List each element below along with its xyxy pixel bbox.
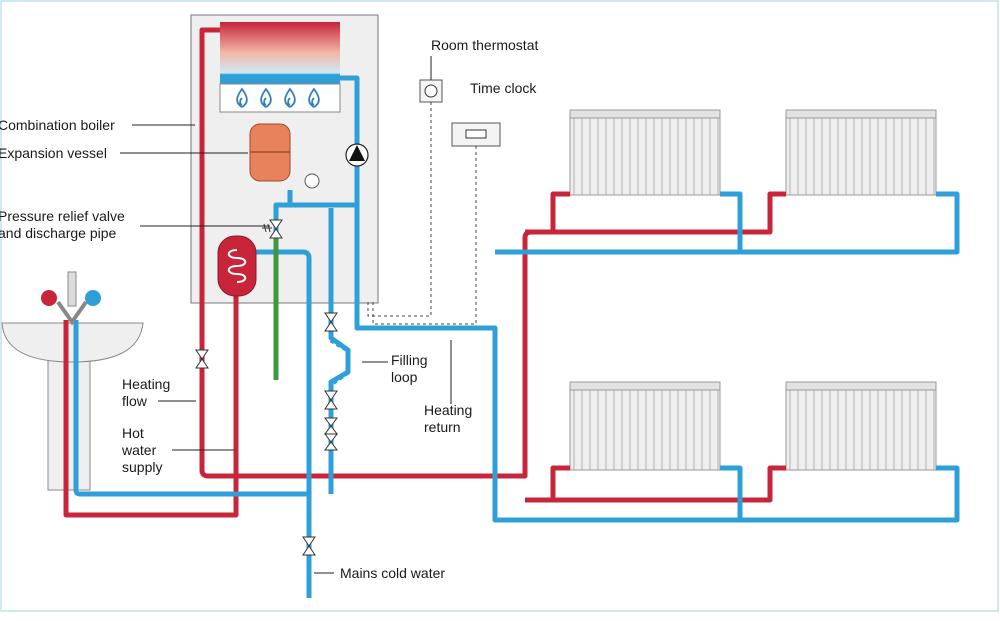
heating-return-label: Heating — [424, 402, 472, 418]
hot-water-supply-pipe — [63, 275, 239, 518]
tap-icon — [41, 271, 101, 326]
hot-water-label-3: supply — [122, 459, 162, 475]
pressure-relief-valve-icon — [262, 219, 283, 239]
flame-icon — [236, 87, 320, 109]
filling-loop-hose — [329, 337, 351, 387]
wash-basin — [1, 322, 144, 491]
time-clock-wiring — [372, 146, 477, 325]
thermostat-wiring — [367, 102, 432, 317]
pump-icon — [345, 143, 369, 167]
time-clock-icon — [451, 122, 501, 147]
valve-icon — [302, 536, 316, 556]
pressure-relief-label: Pressure relief valve — [0, 208, 125, 224]
hot-water-heat-exchanger — [217, 235, 257, 297]
room-thermostat-icon — [419, 79, 443, 103]
filling-loop-label: Filling — [391, 352, 428, 368]
heating-flow-label-2: flow — [122, 393, 148, 409]
filling-loop-label-2: loop — [391, 369, 418, 385]
valve-icon — [324, 433, 338, 451]
mains-cold-water-label: Mains cold water — [340, 565, 445, 581]
hot-water-label: Hot — [122, 425, 144, 441]
heating-return-pipe — [720, 465, 743, 520]
valve-icon — [324, 417, 338, 435]
valve-icon — [195, 349, 209, 369]
pressure-gauge-icon — [304, 173, 320, 189]
discharge-pipe-label: and discharge pipe — [0, 225, 117, 241]
heating-flow-pipe — [525, 465, 786, 503]
hot-water-label-2: water — [121, 442, 157, 458]
radiator — [569, 109, 721, 196]
time-clock-label: Time clock — [470, 80, 537, 96]
heating-flow-pipe — [525, 191, 786, 235]
heating-return-pipe — [495, 191, 960, 255]
valve-icon — [324, 312, 338, 332]
radiator — [569, 381, 721, 471]
radiator — [785, 381, 937, 471]
heating-return-pipe — [720, 191, 743, 252]
mains-cold-water-pipe — [252, 249, 312, 598]
expansion-vessel-label: Expansion vessel — [0, 145, 107, 161]
heating-return-label-2: return — [424, 419, 461, 435]
valve-icon — [324, 390, 338, 410]
heating-flow-pipe — [525, 465, 570, 503]
combination-boiler-label: Combination boiler — [0, 117, 115, 133]
cold-water-pipe — [73, 320, 309, 497]
heating-flow-label: Heating — [122, 376, 170, 392]
room-thermostat-label: Room thermostat — [431, 37, 538, 53]
heat-exchanger — [220, 22, 340, 84]
heating-return-pipe — [340, 75, 960, 523]
radiator — [785, 109, 937, 196]
